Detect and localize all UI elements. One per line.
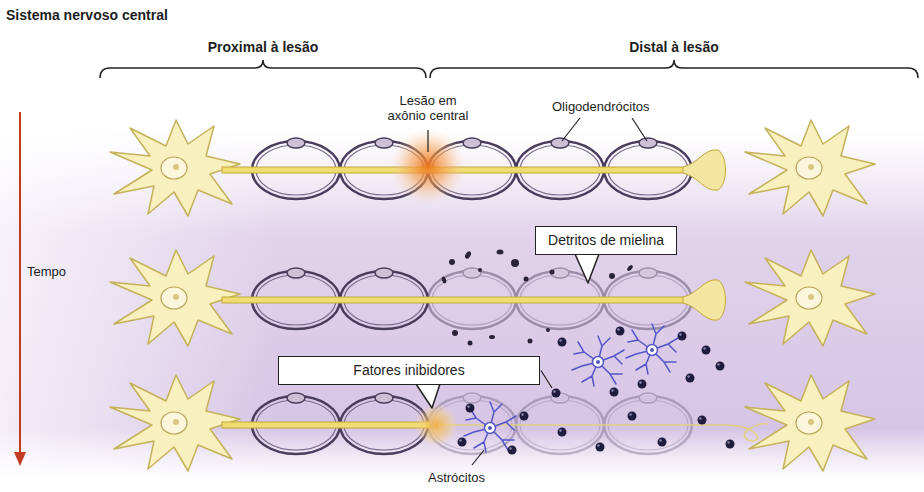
astrocyte [572, 336, 624, 386]
inhibitory-factor [726, 440, 735, 449]
inhibitory-factor [458, 438, 467, 447]
debris [550, 270, 555, 275]
debris [441, 276, 447, 284]
inhibitory-factor [658, 438, 667, 447]
label-wrap: Proximal à lesão [163, 38, 363, 56]
myelin-sheath [516, 393, 604, 454]
neuron-body [745, 120, 875, 216]
debris [497, 250, 504, 255]
neuron-body [745, 250, 875, 346]
inhibitory-factor [552, 389, 561, 398]
label-wrap: Distal à lesão [574, 38, 774, 56]
axon [222, 297, 686, 303]
leader-line [562, 118, 580, 141]
label-wrap: Lesão em axônio central [379, 93, 477, 125]
inhibitory-factor [596, 443, 605, 452]
region-heading: Proximal à lesão [208, 39, 319, 55]
axis-label: Tempo [27, 265, 66, 280]
myelin-debris [441, 250, 634, 346]
leader-line [541, 371, 552, 389]
inhibitory-factor [698, 416, 707, 425]
debris [524, 277, 529, 282]
leader-line [472, 450, 484, 465]
inhibitory-factor [716, 362, 725, 371]
neuron-body [110, 375, 240, 471]
inhibitory-factor [678, 332, 687, 341]
callout-label: Lesão em axônio central [379, 93, 477, 125]
axon [222, 422, 430, 428]
row-degeneration [110, 250, 875, 346]
label-wrap: Astrócitos [428, 468, 518, 486]
region-heading: Distal à lesão [629, 39, 719, 55]
callout-label: Astrócitos [428, 471, 485, 486]
title-wrap: Sistema nervoso central [6, 6, 168, 24]
degenerated-sheaths [428, 393, 692, 454]
myelin-sheath [604, 393, 692, 454]
callout-text: Detritos de mielina [548, 232, 664, 248]
debris [468, 341, 473, 346]
inhibitory-factor [466, 404, 475, 413]
callout-box: Detritos de mielina [535, 226, 677, 255]
debris [452, 330, 458, 336]
inhibitory-factors [458, 327, 735, 455]
inhibitory-factor [686, 374, 695, 383]
inhibitory-factor [558, 338, 567, 347]
astrocyte [464, 402, 516, 452]
debris [546, 328, 550, 332]
callout-pointer [416, 384, 440, 408]
callout-text: Fatores inibidores [353, 362, 464, 378]
axon-terminal [683, 280, 726, 320]
debris [464, 250, 472, 259]
inhibitory-factor [520, 412, 529, 421]
neuron-body [110, 250, 240, 346]
inhibitory-factor [610, 388, 619, 397]
proximal-bracket [100, 60, 426, 78]
inhibitory-factor [628, 412, 637, 421]
inhibitory-factor [638, 380, 647, 389]
debris [511, 259, 519, 267]
debris [489, 335, 495, 339]
time-arrow [19, 112, 21, 454]
debris [609, 273, 615, 279]
debris [528, 339, 533, 344]
callout-pointer [575, 254, 599, 283]
diagram-title: Sistema nervoso central [6, 7, 168, 23]
leader-line [632, 118, 647, 141]
distal-bracket [430, 60, 918, 78]
inhibitory-factor [702, 346, 711, 355]
lesion-glow [390, 128, 466, 204]
time-arrowhead [14, 452, 26, 466]
debris [449, 259, 455, 265]
growth-cone-glow [414, 403, 458, 447]
inhibitory-factor [508, 446, 517, 455]
inhibitory-factor [616, 327, 625, 336]
leader-line [427, 130, 428, 152]
neuron-body [110, 120, 240, 216]
label-wrap: Oligodendrócitos [552, 97, 692, 115]
label-wrap: Tempo [27, 262, 97, 280]
inhibitory-factor [558, 428, 567, 437]
axon-terminal [683, 150, 726, 190]
callout-label: Oligodendrócitos [552, 100, 650, 115]
row-intact [110, 120, 875, 216]
row-regeneration-failure [110, 375, 875, 471]
callout-box: Fatores inibidores [278, 356, 540, 385]
debris [478, 268, 482, 272]
debris [626, 264, 634, 272]
astrocyte [626, 324, 678, 374]
